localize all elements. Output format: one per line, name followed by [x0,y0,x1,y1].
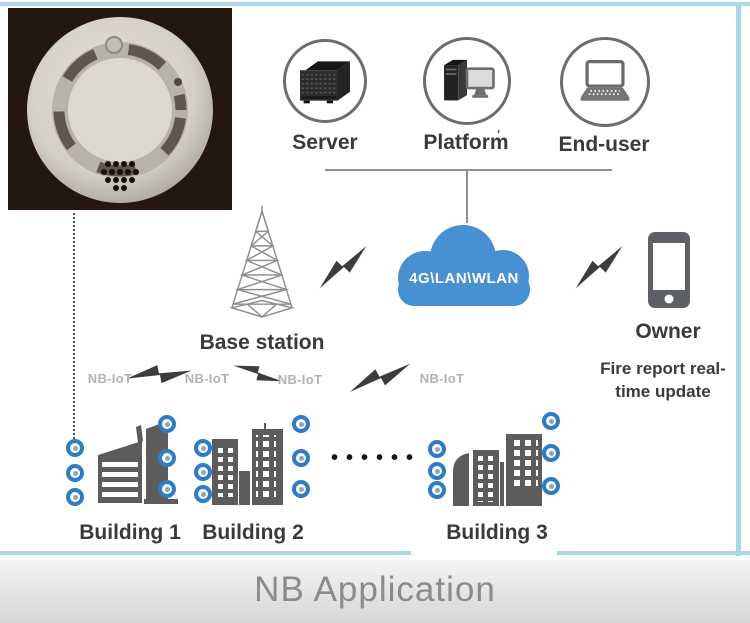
nb-iot-label: NB-IoT [184,371,230,386]
cloud-label: 4G\LAN\WLAN [409,270,519,287]
page-title: NB Application [254,570,496,609]
cloud-connector-line [466,170,468,223]
server-label: Server [292,131,358,154]
detector-node-icon [158,480,176,498]
desktop-computer-glyph [444,59,495,101]
base-station-icon [229,205,295,318]
fire-report-note: Fire report real- time update [578,358,748,404]
detector-node-icon [542,412,560,430]
server-rack-glyph [300,61,350,104]
detector-node-icon [292,480,310,498]
building-2-label: Building 2 [202,521,304,544]
detector-node-icon [428,462,446,480]
building-2-icon [212,423,283,505]
top-connector-line [325,169,612,171]
detector-dotted-line [73,213,75,443]
fire-report-line1: Fire report real- [600,359,726,378]
nb-iot-label: NB-IoT [277,372,323,387]
building-3-icon [453,434,542,506]
smoke-detector-image [8,8,232,210]
building-1-icon [98,421,178,504]
cloud-icon [398,225,530,306]
detector-node-icon [194,463,212,481]
detector-node-icon [542,477,560,495]
smoke-detector-photo [8,8,232,210]
fire-report-line2: time update [615,381,711,401]
more-buildings-ellipsis: •••••• [330,447,421,469]
lightning-bolt-icon [348,350,414,405]
platform-footnote-mark: ' [497,127,501,142]
detector-node-icon [428,440,446,458]
detector-node-icon [66,464,84,482]
owner-label: Owner [635,320,701,343]
lightning-bolt-icon [316,244,371,290]
base-station-label: Base station [199,331,325,354]
slide-top-border [0,2,750,6]
detector-node-icon [194,485,212,503]
end-user-icon [560,37,650,127]
detector-node-icon [194,439,212,457]
lightning-bolt-icon [572,244,627,290]
slide-bottom-border [557,551,750,555]
platform-icon [423,37,511,125]
title-bar: NB Application [0,560,750,623]
detector-node-icon [428,481,446,499]
nb-iot-label: NB-IoT [419,371,465,386]
lightning-bolt-icon [125,342,195,409]
slide-right-border [736,2,741,556]
detector-node-icon [158,449,176,467]
phone-icon [648,232,690,308]
detector-node-icon [292,449,310,467]
nb-iot-label: NB-IoT [87,371,133,386]
building-1-label: Building 1 [79,521,181,544]
platform-label: Platform [423,131,509,154]
detector-node-icon [542,444,560,462]
slide-bottom-border [0,551,411,555]
detector-node-icon [292,415,310,433]
end-user-label: End-user [558,133,650,156]
lightning-bolt-icon [231,346,285,401]
detector-node-icon [66,488,84,506]
detector-node-icon [158,415,176,433]
laptop-glyph [580,59,630,101]
server-icon [283,39,367,123]
cloud-4g-lan-wlan: 4G\LAN\WLAN [383,218,545,318]
building-3-label: Building 3 [446,521,548,544]
detector-node-icon [66,439,84,457]
